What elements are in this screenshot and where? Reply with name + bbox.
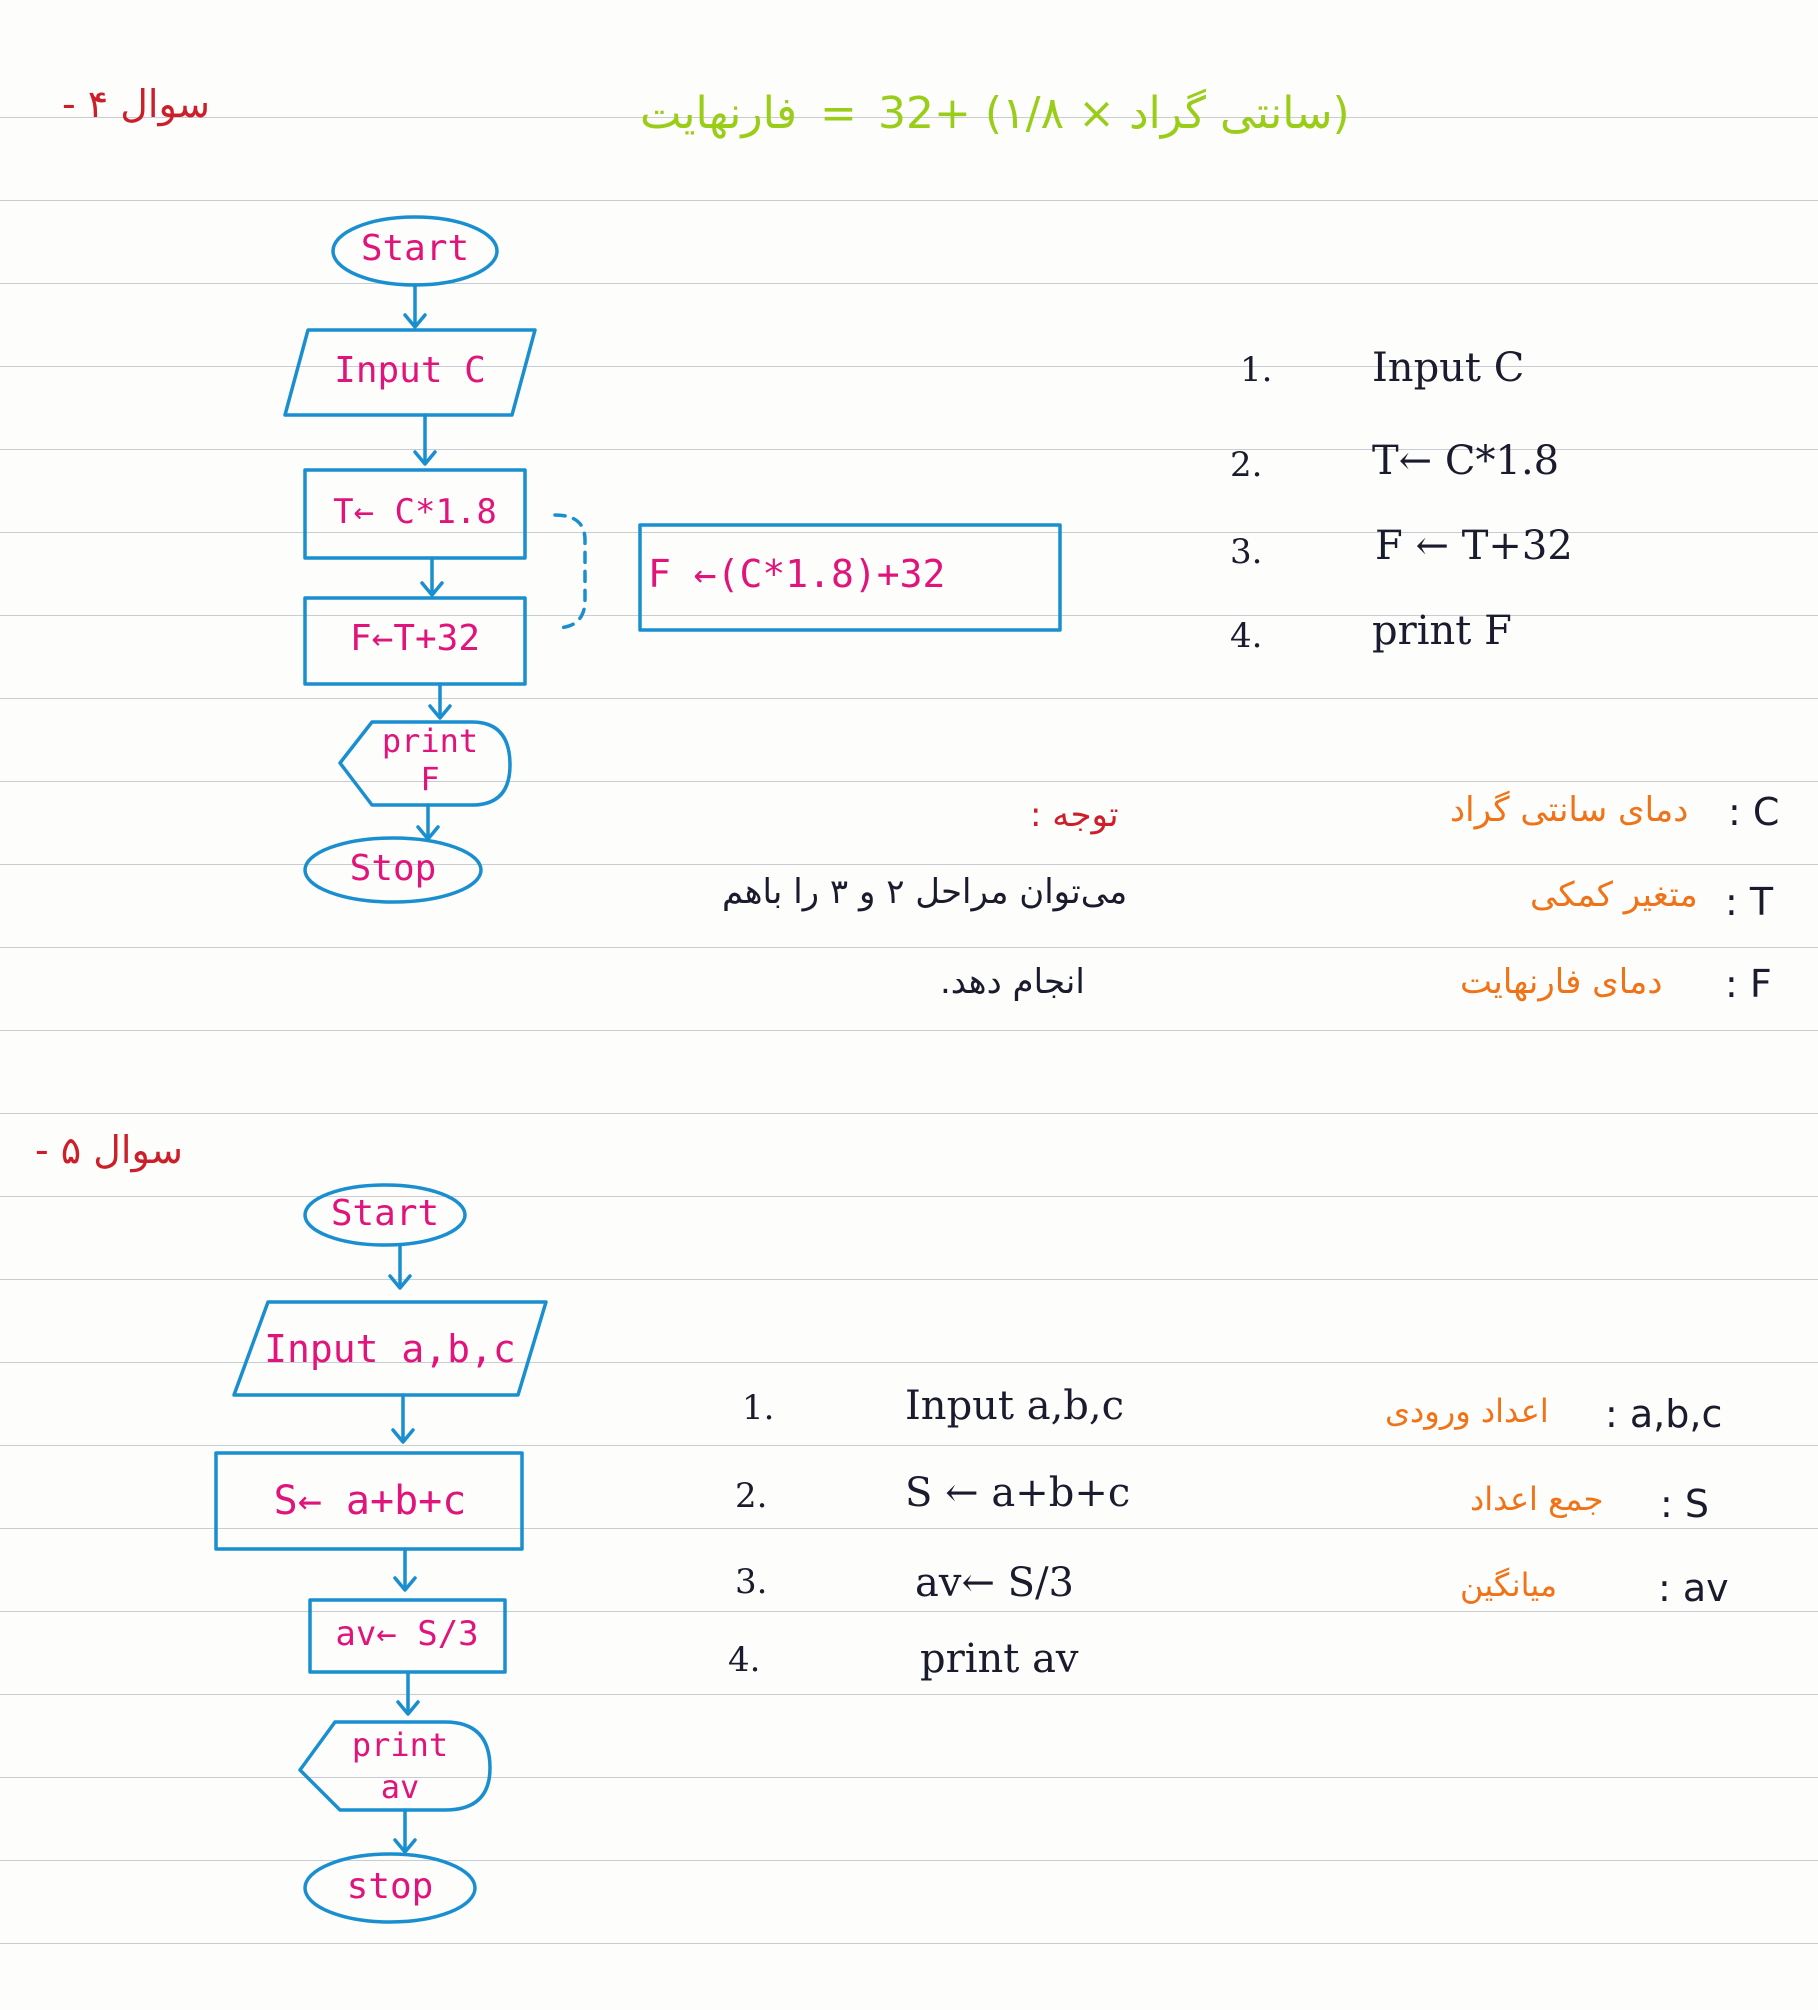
q4-input-parallelogram <box>283 328 537 417</box>
q4-formula-left: فارنهایت <box>640 88 798 139</box>
q4-step2-label: F←T+32 <box>349 618 481 659</box>
q5-step2-label: av← S/3 <box>335 1614 479 1654</box>
q4-stop-terminal <box>303 836 483 904</box>
q5-heading: سوال ۵ - <box>35 1128 183 1172</box>
q5-algo-step-1: Input a,b,c <box>905 1383 1125 1429</box>
q5-input-label: Input a,b,c <box>264 1327 516 1371</box>
q4-var-desc-1: دمای سانتی گراد <box>1450 790 1689 830</box>
q4-var-name-3: : F <box>1725 962 1772 1006</box>
q4-merged-label: F ←(C*1.8)+32 <box>648 552 946 596</box>
q5-start-terminal <box>303 1183 467 1247</box>
q5-var-name-1: : a,b,c <box>1605 1392 1723 1436</box>
q5-stop-terminal <box>303 1852 477 1924</box>
q5-algo-step-4: print av <box>920 1636 1079 1682</box>
q5-print-label-1: print <box>351 1726 449 1764</box>
q4-algo-step-1: Input C <box>1372 345 1525 391</box>
q4-var-desc-3: دمای فارنهایت <box>1460 962 1663 1002</box>
q4-process-1 <box>303 468 527 560</box>
q4-formula-eq: = <box>820 88 857 139</box>
q4-input-label: Input C <box>334 350 486 391</box>
q5-step1-label: S← a+b+c <box>273 1478 467 1524</box>
q5-var-name-3: : av <box>1658 1566 1729 1610</box>
q4-stop-label: Stop <box>349 848 437 889</box>
q4-algo-num-3: 3. <box>1230 532 1263 572</box>
q5-algo-num-3: 3. <box>735 1562 768 1602</box>
q4-algo-num-2: 2. <box>1230 445 1263 485</box>
q4-heading: سوال ۴ - <box>62 82 210 126</box>
q5-process-1 <box>214 1451 524 1551</box>
q4-algo-step-3: F ← T+32 <box>1375 523 1573 569</box>
q4-algo-step-4: print F <box>1372 608 1512 654</box>
q4-var-desc-2: متغیر کمکی <box>1530 875 1698 915</box>
q5-print-display <box>298 1720 492 1812</box>
q5-print-label-2: av <box>380 1768 420 1806</box>
q4-start-label: Start <box>360 228 470 269</box>
q5-input-parallelogram <box>232 1300 548 1397</box>
q4-print-label-1: print <box>381 722 479 760</box>
q5-algo-step-3: av← S/3 <box>915 1560 1075 1606</box>
q5-algo-num-2: 2. <box>735 1476 768 1516</box>
q5-var-name-2: : S <box>1660 1482 1710 1526</box>
q4-note-title: توجه : <box>1030 795 1119 835</box>
q5-algo-num-4: 4. <box>728 1640 761 1680</box>
q5-algo-num-1: 1. <box>742 1388 775 1428</box>
q4-formula-right: (سانتی گراد × ۱/۸) +32 <box>878 88 1350 139</box>
q5-algo-step-2: S ← a+b+c <box>905 1470 1131 1516</box>
q4-algo-num-4: 4. <box>1230 616 1263 656</box>
q5-start-label: Start <box>330 1193 440 1234</box>
q4-note-line1: می‌توان مراحل ۲ و ۳ را باهم <box>722 872 1128 912</box>
q4-algo-num-1: 1. <box>1240 350 1273 390</box>
q4-print-label-2: F <box>420 760 440 798</box>
q5-stop-label: stop <box>346 1866 434 1907</box>
q4-var-name-1: : C <box>1728 790 1780 834</box>
q4-merged-box <box>638 523 1062 632</box>
q4-dashed-bracket <box>553 513 587 630</box>
q4-step1-label: T← C*1.8 <box>333 492 497 532</box>
q4-process-2 <box>303 596 527 686</box>
q4-var-name-2: : T <box>1725 880 1774 924</box>
q5-var-desc-1: اعداد ورودی <box>1385 1392 1549 1430</box>
q5-var-desc-3: میانگین <box>1460 1566 1558 1604</box>
q4-algo-step-2: T← C*1.8 <box>1372 438 1560 484</box>
q4-print-display <box>338 720 512 807</box>
q5-var-desc-2: جمع اعداد <box>1470 1480 1604 1518</box>
q4-note-line2: انجام دهد. <box>940 962 1085 1002</box>
